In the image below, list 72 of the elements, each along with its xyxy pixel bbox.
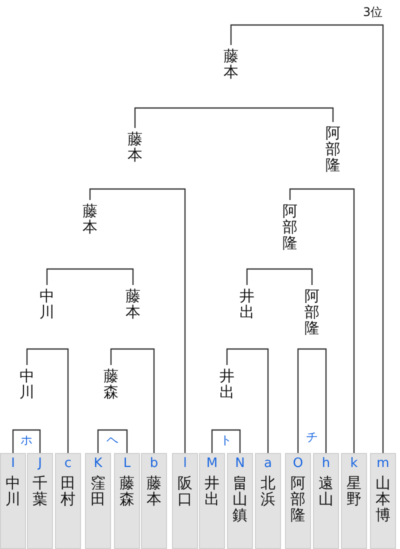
bracket-line	[97, 429, 128, 453]
player-cell	[55, 453, 81, 549]
player-name: 遠山	[318, 475, 334, 507]
entry-letter: O	[292, 457, 304, 471]
player-cell	[341, 453, 367, 549]
player-name: 窪田	[90, 475, 106, 507]
player-name: 藤本	[81, 200, 99, 235]
player-name: 藤森	[102, 365, 120, 400]
player-name: 山本博	[374, 475, 392, 523]
player-name: 井出	[204, 475, 220, 507]
player-name: 阿部隆	[303, 285, 321, 336]
player-name: 藤本	[146, 475, 162, 507]
entry-letter: L	[123, 457, 131, 471]
entry-letter: K	[94, 457, 102, 471]
place-label: 3位	[363, 5, 383, 19]
player-name: 阿部隆	[324, 122, 342, 173]
player-name: 阪口	[176, 475, 194, 507]
entry-letter: N	[235, 457, 245, 471]
entry-letter: m	[376, 457, 390, 471]
entry-letter: a	[264, 457, 272, 471]
player-name: 藤本	[222, 45, 240, 80]
player-name: 田村	[60, 475, 76, 507]
player-cell	[85, 453, 111, 549]
player-name: 阿部隆	[290, 475, 306, 523]
match-label: ヘ	[106, 433, 118, 447]
player-cell	[313, 453, 339, 549]
player-cell	[27, 453, 53, 549]
player-cell	[227, 453, 253, 549]
match-label: ホ	[20, 433, 32, 447]
player-name: 井出	[218, 365, 236, 400]
player-name: 井出	[238, 285, 256, 320]
player-cell	[172, 453, 198, 549]
player-cell	[114, 453, 140, 549]
player-cell	[255, 453, 281, 549]
player-cell	[285, 453, 311, 549]
player-name: 藤本	[126, 128, 144, 163]
entry-letter: l	[183, 457, 187, 471]
entry-letter: J	[38, 457, 42, 471]
entry-letter: h	[322, 457, 330, 471]
bracket-line	[226, 348, 269, 453]
bracket-line	[89, 188, 186, 453]
player-name: 藤森	[118, 475, 136, 507]
player-cell	[141, 453, 167, 549]
bracket-line	[26, 348, 69, 453]
match-label: ト	[220, 433, 232, 447]
player-cell	[0, 453, 26, 549]
player-name: 畠山鎮	[232, 475, 248, 523]
bracket-line	[297, 348, 327, 453]
bracket-line	[289, 188, 355, 453]
entry-letter: M	[206, 457, 218, 471]
bracket-line	[246, 268, 313, 285]
player-name: 中川	[4, 475, 22, 507]
bracket-line	[211, 429, 241, 453]
bracket-line	[230, 24, 384, 453]
player-name: 北浜	[260, 475, 276, 507]
entry-letter: c	[64, 457, 72, 471]
match-label: チ	[306, 430, 318, 444]
player-name: 藤本	[124, 285, 142, 320]
player-name: 星野	[346, 475, 362, 507]
player-name: 千葉	[32, 475, 48, 507]
player-cell	[370, 453, 396, 549]
player-name: 中川	[18, 365, 36, 400]
bracket-line	[110, 348, 155, 453]
player-name: 阿部隆	[281, 200, 299, 251]
bracket-line	[12, 429, 41, 453]
player-cell	[199, 453, 225, 549]
entry-letter: b	[150, 457, 158, 471]
entry-letter: I	[11, 457, 15, 471]
bracket-line	[46, 268, 134, 285]
player-name: 中川	[38, 285, 56, 320]
bracket-line	[134, 107, 334, 128]
entry-letter: k	[350, 457, 358, 471]
